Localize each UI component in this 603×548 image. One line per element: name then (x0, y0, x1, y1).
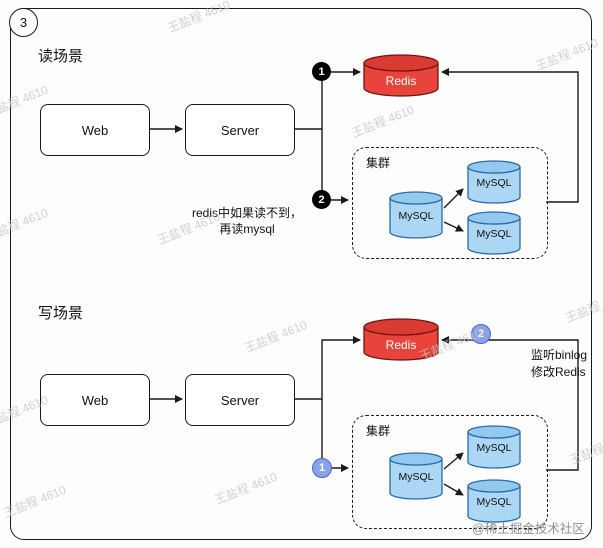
read-fallback-note: redis中如果读不到， 再读mysql (186, 205, 308, 237)
read-web-node: Web (40, 104, 150, 156)
write-binlog-note-line2: 修改Redis (531, 365, 586, 379)
read-step-2-badge: 2 (312, 190, 331, 209)
write-binlog-note-line1: 监听binlog (531, 348, 588, 362)
read-scenario-title: 读场景 (38, 48, 84, 65)
read-server-node: Server (185, 104, 295, 156)
write-step-1-badge: 1 (312, 458, 332, 478)
write-binlog-note: 监听binlog 修改Redis (531, 347, 603, 381)
community-credit: @稀土掘金技术社区 (472, 522, 585, 536)
read-step-1-badge: 1 (312, 62, 331, 81)
write-cluster-label: 集群 (366, 424, 391, 438)
outer-frame (10, 8, 592, 540)
figure-number-badge: 3 (9, 8, 38, 37)
write-scenario-title: 写场景 (38, 305, 84, 322)
read-fallback-note-line1: redis中如果读不到， (191, 206, 302, 220)
read-fallback-note-line2: 再读mysql (219, 222, 275, 236)
read-cluster-label: 集群 (366, 156, 391, 170)
write-web-node: Web (40, 374, 150, 426)
write-server-node: Server (185, 374, 295, 426)
write-step-2-badge: 2 (471, 324, 491, 344)
